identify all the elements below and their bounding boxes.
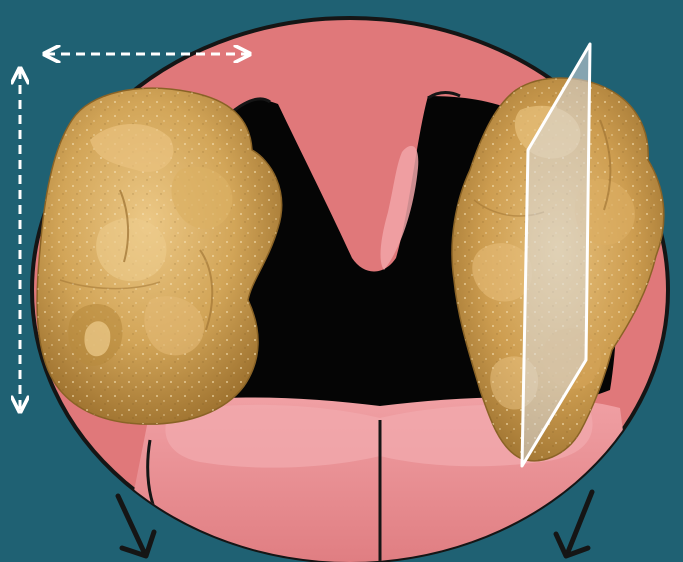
down-arrow-icon-left xyxy=(118,496,154,556)
down-arrow-icon-right xyxy=(556,492,592,556)
left-tonsil-specimen xyxy=(37,88,282,424)
